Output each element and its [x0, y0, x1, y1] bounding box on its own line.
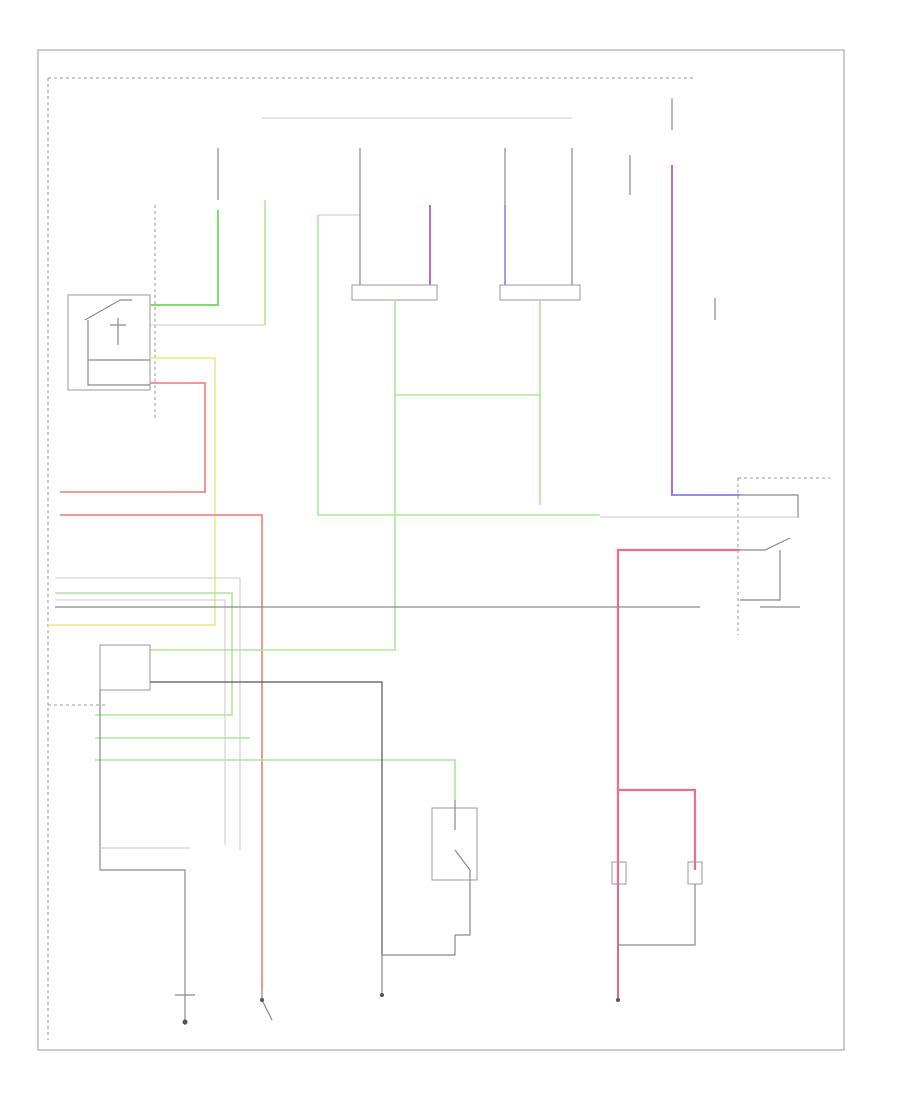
red-wire-1 — [60, 382, 206, 493]
stub-2 — [318, 148, 361, 216]
green-wire-top — [150, 210, 219, 306]
green-net-1 — [317, 215, 600, 516]
right-purple-wire — [671, 165, 740, 496]
green-net-2 — [150, 300, 396, 651]
left-connector-group — [55, 577, 700, 850]
right-switch-block — [600, 477, 830, 635]
control-module — [48, 644, 383, 960]
gray-wire-2 — [150, 200, 266, 326]
door-relay-block — [67, 205, 156, 420]
bottom-left-switch — [175, 960, 195, 1025]
right-pink-wire — [616, 548, 740, 1000]
brake-switch — [260, 990, 273, 1021]
top-dashed-bus — [47, 77, 695, 1040]
red-wire-2 — [60, 514, 263, 990]
yellow-wire — [48, 357, 216, 626]
right-pink-wire-2 — [618, 788, 697, 870]
bottom-right-lamps — [611, 861, 703, 1002]
diagram-frame — [37, 49, 845, 1051]
left-headlamp-box — [351, 284, 438, 301]
center-relay — [380, 800, 478, 997]
right-headlamp-box — [499, 284, 581, 301]
